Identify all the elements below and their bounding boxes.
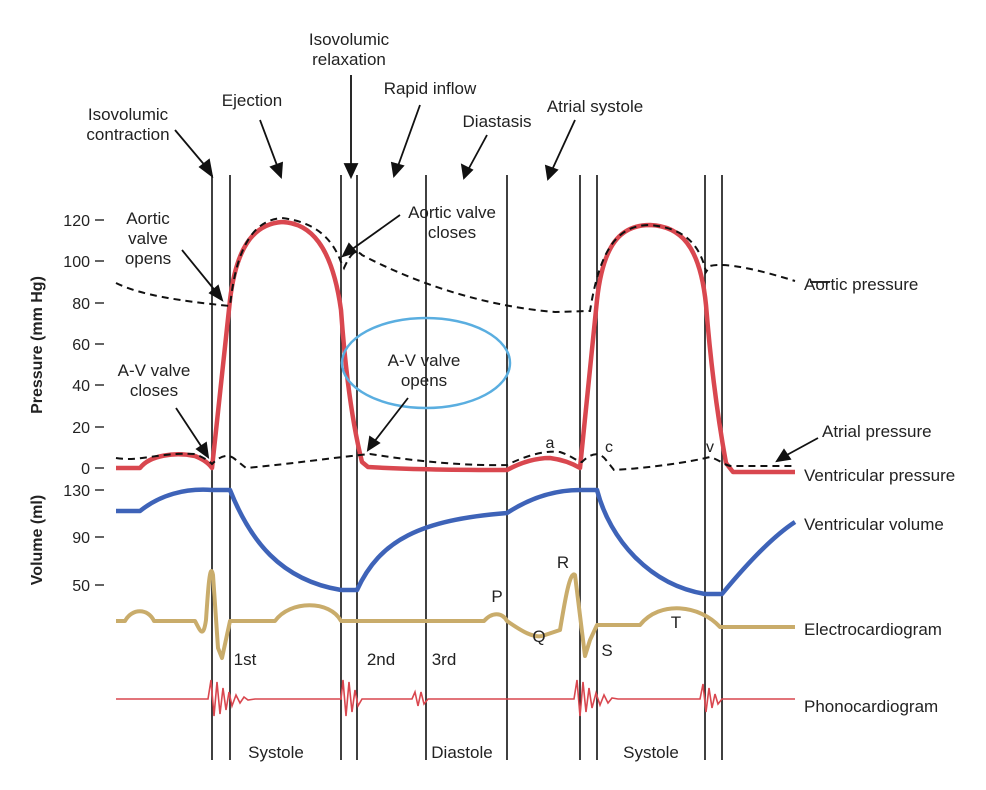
phase-systole-2: Systole — [623, 743, 679, 762]
label-rapid-inflow: Rapid inflow — [384, 79, 477, 98]
electrocardiogram-trace — [116, 569, 795, 660]
ecg-label-q: Q — [532, 627, 545, 646]
heart-sound-3rd: 3rd — [432, 650, 457, 669]
ecg-label-r: R — [557, 553, 569, 572]
label-wave-a: a — [546, 435, 555, 452]
pressure-tick: 100 — [63, 254, 90, 271]
label-phonocardiogram: Phonocardiogram — [804, 697, 938, 716]
pressure-axis-title: Pressure (mm Hg) — [29, 276, 46, 414]
pressure-tick: 80 — [72, 296, 90, 313]
phase-diastole: Diastole — [431, 743, 492, 762]
pressure-tick: 20 — [72, 420, 90, 437]
volume-tick: 130 — [63, 483, 90, 500]
label-isovolumic-contraction-2: contraction — [86, 125, 169, 144]
label-ventricular-volume: Ventricular volume — [804, 515, 944, 534]
label-wave-v: v — [706, 439, 714, 456]
label-isovolumic-contraction-1: Isovolumic — [88, 105, 169, 124]
ventricular-pressure-curve — [116, 219, 795, 475]
annotation-arrows — [174, 75, 830, 463]
label-aortic-pressure: Aortic pressure — [804, 275, 918, 294]
heart-sound-1st: 1st — [234, 650, 257, 669]
ecg-label-t: T — [671, 613, 681, 632]
label-aortic-valve-opens-1: Aortic — [126, 209, 170, 228]
pressure-tick: 60 — [72, 337, 90, 354]
label-av-valve-closes-1: A-V valve — [118, 361, 191, 380]
highlight-ellipse — [340, 316, 512, 410]
label-ejection: Ejection — [222, 91, 282, 110]
label-av-valve-closes-2: closes — [130, 381, 178, 400]
volume-axis: 130 90 50 Volume (ml) — [29, 483, 104, 595]
label-electrocardiogram: Electrocardiogram — [804, 620, 942, 639]
ecg-label-s: S — [601, 641, 612, 660]
pressure-tick: 120 — [63, 213, 90, 230]
phase-systole-1: Systole — [248, 743, 304, 762]
label-aortic-valve-opens-2: valve — [128, 229, 168, 248]
label-aortic-valve-closes-1: Aortic valve — [408, 203, 496, 222]
label-isovolumic-relaxation-2: relaxation — [312, 50, 386, 69]
label-av-valve-opens-1: A-V valve — [388, 351, 461, 370]
label-aortic-valve-opens-3: opens — [125, 249, 171, 268]
atrial-pressure-curve — [115, 450, 795, 472]
label-atrial-systole: Atrial systole — [547, 97, 643, 116]
volume-tick: 50 — [72, 578, 90, 595]
ventricular-volume-curve — [116, 487, 797, 597]
label-atrial-pressure: Atrial pressure — [822, 422, 932, 441]
label-wave-c: c — [605, 439, 613, 456]
volume-axis-title: Volume (ml) — [29, 495, 46, 585]
label-isovolumic-relaxation-1: Isovolumic — [309, 30, 390, 49]
pressure-tick: 0 — [81, 461, 90, 478]
heart-sound-2nd: 2nd — [367, 650, 395, 669]
pressure-axis: 120 100 80 60 40 20 0 Pressure (mm Hg) — [29, 213, 104, 478]
label-av-valve-opens-2: opens — [401, 371, 447, 390]
volume-tick: 90 — [72, 530, 90, 547]
label-ventricular-pressure: Ventricular pressure — [804, 466, 955, 485]
aortic-pressure-curve — [115, 216, 796, 314]
phonocardiogram — [116, 679, 795, 717]
pressure-tick: 40 — [72, 378, 90, 395]
label-diastasis: Diastasis — [463, 112, 532, 131]
label-aortic-valve-closes-2: closes — [428, 223, 476, 242]
ecg-label-p: P — [491, 587, 502, 606]
